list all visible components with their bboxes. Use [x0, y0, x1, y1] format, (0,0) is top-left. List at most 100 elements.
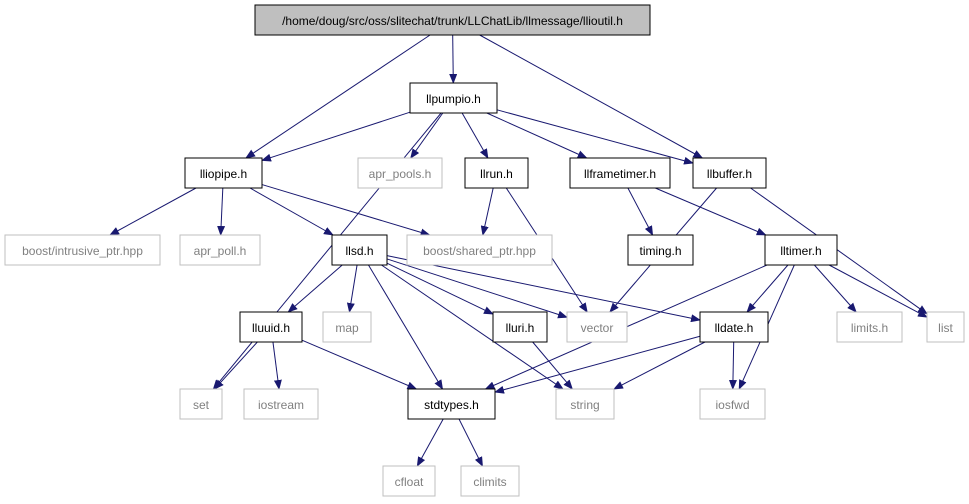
edge-root-to-llpumpio: [449, 34, 458, 84]
node-box: [926, 311, 965, 343]
node-label: list: [938, 321, 953, 335]
node-box: [254, 4, 651, 36]
node-lltimer[interactable]: lltimer.h: [764, 234, 838, 266]
node-map: map: [322, 311, 372, 343]
node-lliopipe[interactable]: lliopipe.h: [184, 157, 263, 189]
node-iostream: iostream: [243, 388, 319, 420]
edge-llsd-to-map: [346, 264, 358, 313]
edge-lliopipe-to-apr_poll: [217, 187, 226, 236]
node-limits: limits.h: [836, 311, 903, 343]
node-lluri[interactable]: lluri.h: [492, 311, 548, 343]
edge-lluuid-to-iostream: [272, 341, 282, 390]
node-box: [331, 234, 388, 266]
node-box: [357, 157, 443, 189]
node-root[interactable]: /home/doug/src/oss/slitechat/trunk/LLCha…: [254, 4, 651, 36]
node-lldate[interactable]: lldate.h: [699, 311, 769, 343]
edge-llsd-to-vector: [386, 258, 568, 319]
edge-lliopipe-to-boost_shared: [261, 184, 431, 237]
node-label: climits: [473, 475, 506, 489]
node-llframetimer[interactable]: llframetimer.h: [569, 157, 671, 189]
node-box: [460, 465, 520, 497]
node-box: [239, 311, 303, 343]
node-label: llpumpio.h: [426, 92, 481, 106]
node-label: lliopipe.h: [200, 167, 247, 181]
edge-lluuid-to-set: [213, 341, 258, 390]
node-label: apr_pools.h: [369, 167, 432, 181]
node-box: [243, 388, 319, 420]
edge-llframetimer-to-timing: [627, 187, 654, 236]
edge-llpumpio-to-apr_pools: [410, 112, 444, 159]
node-box: [699, 388, 766, 420]
node-apr-poll: apr_poll.h: [179, 234, 261, 266]
node-label: llframetimer.h: [584, 167, 656, 181]
edge-llsd-to-lluuid: [287, 264, 343, 313]
node-label: llbuffer.h: [707, 167, 752, 181]
node-timing[interactable]: timing.h: [627, 234, 694, 266]
edge-root-to-lliopipe: [245, 34, 431, 159]
edge-lldate-to-iosfwd: [728, 341, 737, 390]
node-box: [407, 388, 496, 420]
node-box: [464, 157, 529, 189]
node-box: [179, 234, 261, 266]
edge-llsd-to-lldate: [386, 255, 701, 323]
node-box: [179, 388, 223, 420]
node-list: list: [926, 311, 965, 343]
edge-llrun-to-boost_shared: [480, 187, 494, 236]
node-box: [409, 82, 498, 114]
node-box: [4, 234, 161, 266]
node-box: [566, 311, 628, 343]
node-label: apr_poll.h: [194, 244, 247, 258]
node-label: lldate.h: [715, 321, 754, 335]
node-box: [627, 234, 694, 266]
node-box: [569, 157, 671, 189]
node-vector: vector: [566, 311, 628, 343]
node-box: [382, 465, 436, 497]
edge-llpumpio-to-llbuffer: [496, 109, 694, 165]
edge-lltimer-to-limits: [813, 264, 857, 313]
node-label: map: [335, 321, 359, 335]
node-label: lluri.h: [506, 321, 535, 335]
node-label: vector: [581, 321, 614, 335]
node-llbuffer[interactable]: llbuffer.h: [692, 157, 767, 189]
node-label: lluuid.h: [252, 321, 290, 335]
node-boost-shared: boost/shared_ptr.hpp: [406, 234, 553, 266]
edge-llpumpio-to-llframetimer: [486, 112, 588, 159]
edge-stdtypes-to-cfloat: [416, 418, 444, 467]
node-boost-intrusive: boost/intrusive_ptr.hpp: [4, 234, 161, 266]
node-label: lltimer.h: [780, 244, 821, 258]
node-layer: /home/doug/src/oss/slitechat/trunk/LLCha…: [4, 4, 965, 497]
node-iosfwd: iosfwd: [699, 388, 766, 420]
edge-llsd-to-stdtypes: [368, 264, 444, 390]
node-label: timing.h: [639, 244, 681, 258]
node-label: set: [193, 398, 210, 412]
node-set: set: [179, 388, 223, 420]
node-label: cfloat: [395, 475, 424, 489]
node-box: [699, 311, 769, 343]
node-box: [555, 388, 615, 420]
edge-lliopipe-to-boost_intrusive: [109, 187, 197, 236]
edge-root-to-llbuffer: [479, 34, 704, 159]
edge-llsd-to-lluri: [386, 262, 494, 315]
node-stdtypes[interactable]: stdtypes.h: [407, 388, 496, 420]
edge-lldate-to-string: [613, 341, 706, 390]
node-label: boost/intrusive_ptr.hpp: [22, 244, 143, 258]
edge-lltimer-to-lldate: [746, 264, 789, 313]
node-lluuid[interactable]: lluuid.h: [239, 311, 303, 343]
node-box: [406, 234, 553, 266]
node-box: [492, 311, 548, 343]
edge-llpumpio-to-llrun: [461, 112, 489, 159]
node-label: iostream: [258, 398, 304, 412]
edge-llframetimer-to-lltimer: [655, 187, 767, 236]
node-label: /home/doug/src/oss/slitechat/trunk/LLCha…: [282, 14, 623, 28]
edge-lldate-to-stdtypes: [494, 335, 701, 394]
node-box: [836, 311, 903, 343]
node-llpumpio[interactable]: llpumpio.h: [409, 82, 498, 114]
node-box: [322, 311, 372, 343]
node-llsd[interactable]: llsd.h: [331, 234, 388, 266]
edge-lliopipe-to-llsd: [249, 187, 334, 236]
edge-llpumpio-to-lliopipe: [261, 111, 411, 162]
node-box: [764, 234, 838, 266]
node-llrun[interactable]: llrun.h: [464, 157, 529, 189]
node-label: stdtypes.h: [424, 398, 479, 412]
